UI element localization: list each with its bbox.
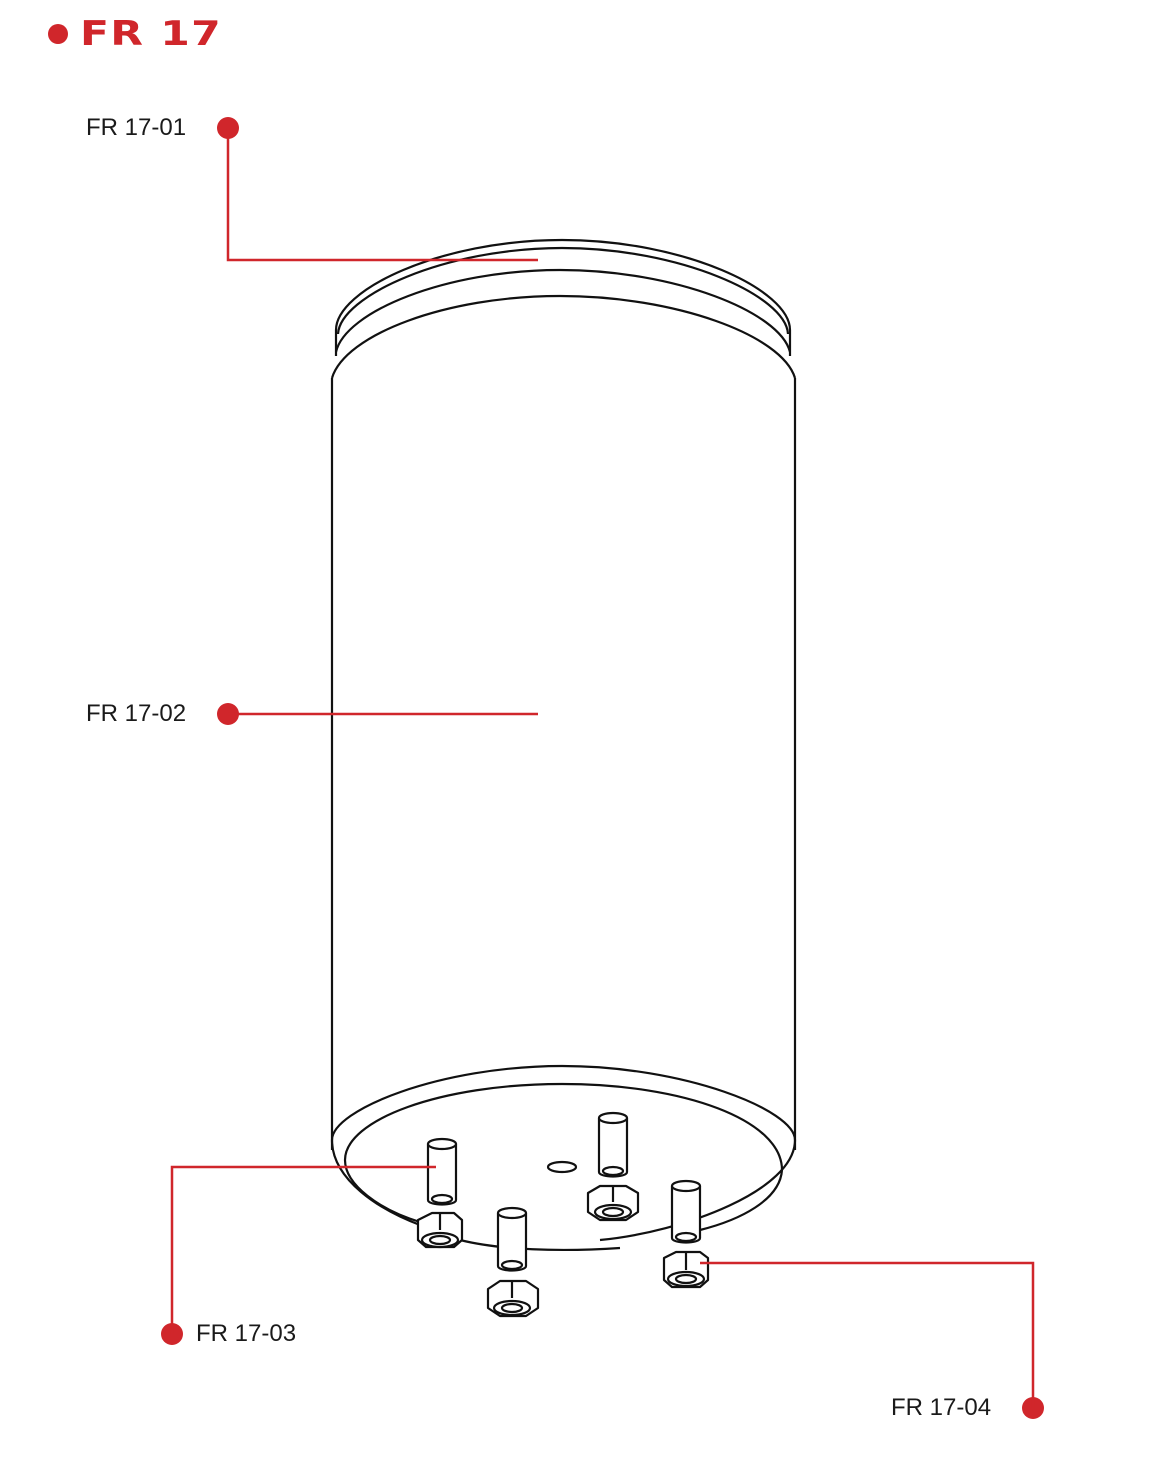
- callout-label-02: FR 17-02: [86, 700, 187, 727]
- diagram-title: FR 17: [48, 14, 221, 54]
- callout-label-03: FR 17-03: [196, 1320, 297, 1347]
- pipe-3: [496, 1206, 528, 1272]
- nut-1: [416, 1211, 464, 1249]
- tank-bottom: [330, 1064, 797, 1252]
- title-text: FR 17: [80, 14, 222, 54]
- title-bullet-icon: [48, 24, 68, 44]
- nut-2: [586, 1184, 640, 1222]
- nut-3: [486, 1279, 540, 1318]
- nut-4: [662, 1250, 710, 1289]
- callout-leader-03: [161, 1165, 436, 1345]
- pipe-4: [670, 1179, 702, 1244]
- tank-top-cap: [330, 238, 797, 379]
- callout-leader-01: [217, 117, 538, 262]
- callout-label-04: FR 17-04: [891, 1394, 992, 1421]
- pipe-1: [426, 1137, 458, 1206]
- callout-leader-04: [700, 1261, 1044, 1419]
- callout-label-01: FR 17-01: [86, 114, 187, 141]
- callout-leader-02: [217, 703, 538, 725]
- pipe-2: [597, 1111, 629, 1178]
- tank-body: [330, 378, 797, 1150]
